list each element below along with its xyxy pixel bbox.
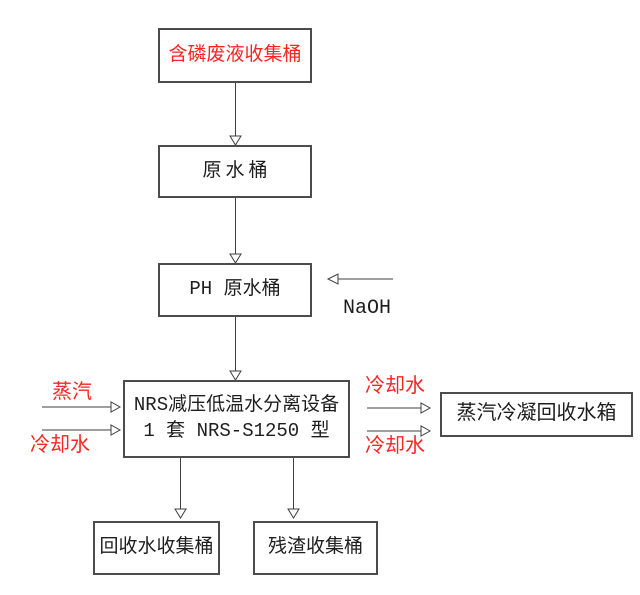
node-recovered-water-barrel-label: 回收水收集桶: [99, 536, 214, 559]
node-raw-water-barrel-label: 原水桶: [202, 159, 272, 182]
down-arrowhead-icon: [287, 508, 300, 519]
arrow-naoh-in: [326, 273, 393, 285]
arrow-cooling-in: [42, 424, 122, 436]
stream-label-steam-in: 蒸汽: [52, 382, 92, 405]
node-separator-unit-line2: 1 套 NRS-S1250 型: [143, 420, 330, 442]
right-arrowhead-icon: [110, 424, 122, 436]
arrow-separator-to-residue: [287, 458, 300, 519]
arrow-ph-to-separator: [229, 317, 242, 381]
down-arrowhead-icon: [229, 370, 242, 381]
node-raw-water-barrel: 原水桶: [158, 145, 312, 198]
node-condensate-tank: 蒸汽冷凝回收水箱: [440, 392, 633, 437]
down-arrowhead-icon: [229, 253, 242, 264]
stream-label-cooling-water-out-top: 冷却水: [365, 376, 425, 399]
down-arrowhead-icon: [229, 135, 242, 146]
arrow-steam-in: [42, 401, 122, 413]
arrow-waste-to-raw: [229, 83, 242, 146]
right-arrowhead-icon: [420, 425, 432, 437]
node-ph-raw-water-barrel-label: PH 原水桶: [189, 278, 281, 301]
down-arrowhead-icon: [174, 508, 187, 519]
node-ph-raw-water-barrel: PH 原水桶: [158, 263, 312, 317]
arrow-separator-to-recovered: [174, 458, 187, 519]
arrow-cooling-out-bottom: [367, 425, 432, 437]
node-recovered-water-barrel: 回收水收集桶: [93, 521, 220, 575]
node-residue-barrel-label: 残渣收集桶: [267, 536, 363, 559]
arrow-raw-to-ph: [229, 198, 242, 264]
node-residue-barrel: 残渣收集桶: [253, 521, 378, 575]
stream-label-naoh: NaOH: [343, 297, 392, 320]
node-waste-barrel: 含磷废液收集桶: [158, 28, 312, 83]
node-condensate-tank-label: 蒸汽冷凝回收水箱: [456, 403, 617, 426]
right-arrowhead-icon: [420, 402, 432, 414]
node-waste-barrel-label: 含磷废液收集桶: [168, 43, 302, 66]
right-arrowhead-icon: [110, 401, 122, 413]
node-separator-unit: NRS减压低温水分离设备 1 套 NRS-S1250 型: [123, 380, 350, 458]
stream-label-cooling-water-in: 冷却水: [30, 435, 90, 458]
arrow-cooling-out-top: [367, 402, 432, 414]
node-separator-unit-line1: NRS减压低温水分离设备: [133, 394, 340, 417]
left-arrowhead-icon: [326, 273, 339, 285]
stream-label-cooling-water-out-bottom: 冷却水: [365, 436, 425, 459]
